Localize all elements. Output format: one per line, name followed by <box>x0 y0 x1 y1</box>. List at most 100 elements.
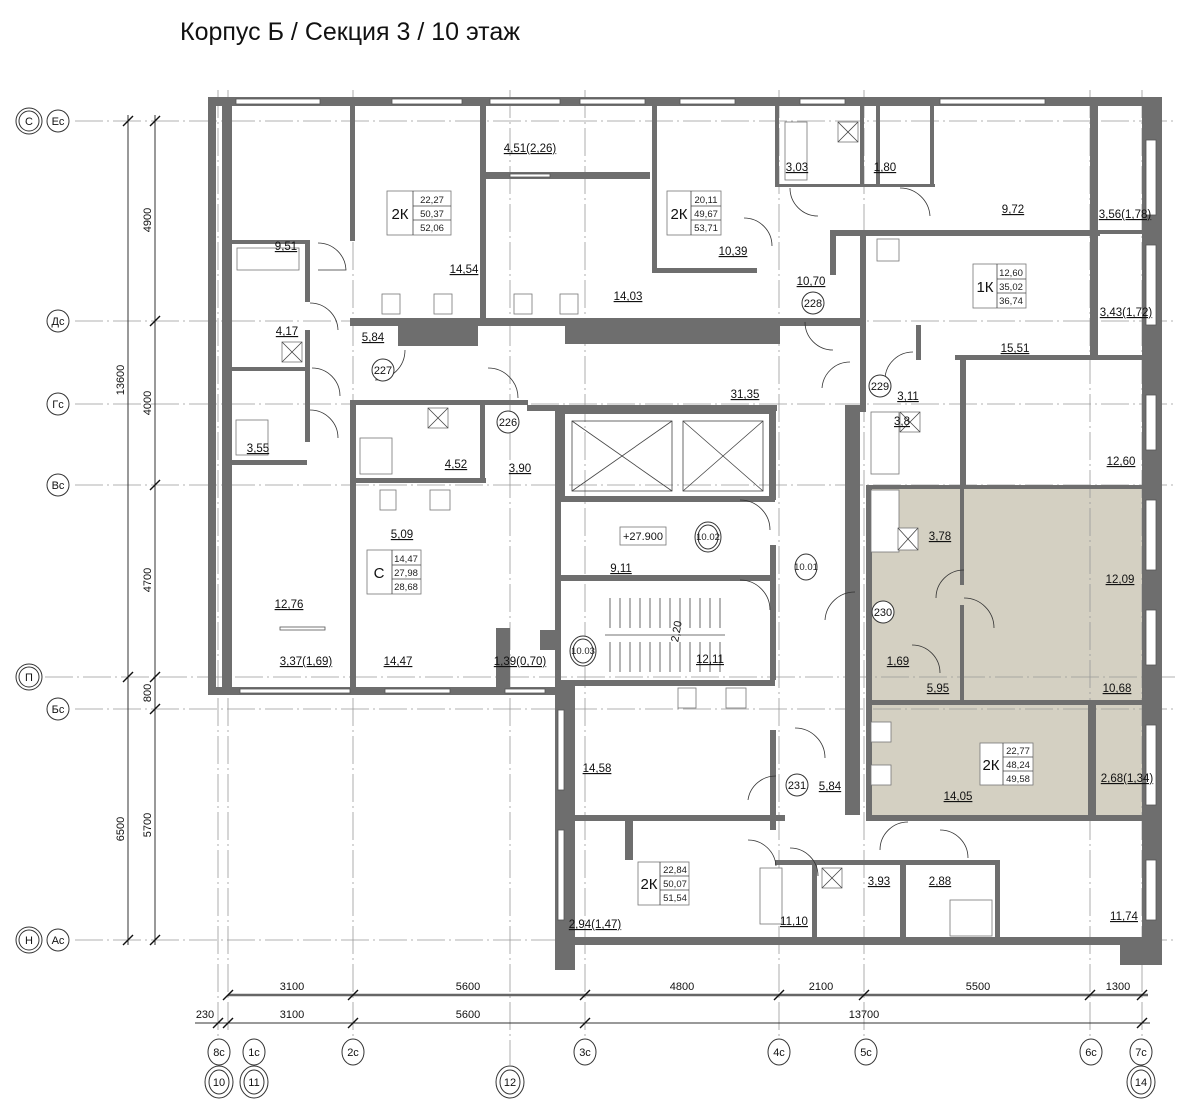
dimension-label: 4700 <box>142 568 154 592</box>
room-area: 3,93 <box>868 876 890 888</box>
room-area: 5,84 <box>362 332 385 344</box>
left-dimensions: 13600 6500 4900 4000 4700 800 5700 <box>115 115 161 946</box>
room-area: 5,95 <box>927 683 949 695</box>
room-area: 15,51 <box>1001 343 1030 355</box>
room-area: 10,70 <box>797 276 826 288</box>
axis-label: 7с <box>1135 1047 1147 1059</box>
room-number: 230 <box>874 607 892 619</box>
axis-label: Вс <box>52 480 65 492</box>
living-area: 22,84 <box>663 865 687 876</box>
dimension-label: 13700 <box>849 1009 880 1021</box>
room-area: 5,09 <box>391 529 413 541</box>
row-axis-bubbles: С Ес Дс Гс Вс П Бс Н Ас <box>15 107 70 954</box>
dimension-label: 4000 <box>142 391 154 415</box>
apartment-labels: 2К 22,27 50,37 52,06 2К 20,11 49,67 53,7… <box>366 190 1034 906</box>
apartment-type: 2К <box>640 876 657 893</box>
axis-label: 12 <box>504 1077 516 1089</box>
room-area: 12,11 <box>696 654 724 666</box>
room-area: 9,72 <box>1002 204 1024 216</box>
column-axis-bubbles: 8с 1с 2с 3с 4с 5с 6с 7с 10 11 12 14 <box>204 1038 1156 1099</box>
room-area: 14,03 <box>614 291 643 303</box>
room-area: 12,76 <box>275 599 304 611</box>
axis-label: 4с <box>773 1047 785 1059</box>
room-area: 2,68(1,34) <box>1101 773 1154 785</box>
axis-label: 6с <box>1085 1047 1097 1059</box>
room-area: 11,10 <box>780 916 808 928</box>
elevation-mark: +27.900 <box>623 531 663 543</box>
gross-area: 49,58 <box>1006 774 1030 785</box>
room-numbers: 227 226 228 229 230 231 10.01 10.02 10.0… <box>371 291 895 797</box>
dimension-label: 3100 <box>280 981 304 993</box>
room-areas: 9,51 14,54 4,51(2,26) 14,03 10,39 3,03 1… <box>247 143 1154 931</box>
apartment-info[interactable]: 2К 22,77 48,24 49,58 <box>979 742 1034 786</box>
axis-label: Дс <box>52 316 65 328</box>
fixtures <box>235 121 993 937</box>
room-area: 14,47 <box>384 656 413 668</box>
room-number: 228 <box>804 298 822 310</box>
dimension-label: 5600 <box>456 981 480 993</box>
apartment-type: 1К <box>976 279 993 296</box>
apartment-info[interactable]: С 14,47 27,98 28,68 <box>366 549 422 595</box>
room-area: 2,88 <box>929 876 951 888</box>
axis-label: 5с <box>860 1047 872 1059</box>
axis-label: 3с <box>579 1047 591 1059</box>
room-area: 4,52 <box>445 459 467 471</box>
apartment-type: С <box>374 565 385 582</box>
apartment-info[interactable]: 1К 12,60 35,02 36,74 <box>972 263 1027 309</box>
room-area: 14,54 <box>450 264 479 276</box>
apartment-info[interactable]: 2К 20,11 49,67 53,71 <box>666 190 722 236</box>
gross-area: 36,74 <box>999 296 1023 307</box>
room-area: 3,03 <box>786 162 808 174</box>
dimension-label: 800 <box>142 684 154 702</box>
room-area: 3,90 <box>509 463 531 475</box>
room-area: 3,55 <box>247 443 269 455</box>
room-number: 226 <box>499 417 517 429</box>
total-area: 27,98 <box>394 568 418 579</box>
apartment-info[interactable]: 2К 22,27 50,37 52,06 <box>386 190 452 236</box>
room-area: 1,69 <box>887 656 909 668</box>
room-area: 9,11 <box>610 563 632 575</box>
room-area: 3,78 <box>929 531 951 543</box>
total-area: 49,67 <box>694 209 718 220</box>
room-area: 9,51 <box>275 241 297 253</box>
axis-label: 10 <box>213 1077 225 1089</box>
room-number: 227 <box>374 365 392 377</box>
apartment-type: 2К <box>391 206 408 223</box>
axis-label: Бс <box>52 704 65 716</box>
apartment-info[interactable]: 2К 22,84 50,07 51,54 <box>637 861 690 906</box>
gross-area: 28,68 <box>394 582 418 593</box>
dimension-label: 230 <box>196 1009 214 1021</box>
dimension-label: 4900 <box>142 208 154 232</box>
room-area: 4,17 <box>276 326 298 338</box>
dimension-label: 2100 <box>809 981 833 993</box>
room-area: 14,58 <box>583 763 612 775</box>
axis-label: Ас <box>52 935 65 947</box>
axis-label: Н <box>25 935 33 947</box>
dimension-label: 5700 <box>142 813 154 837</box>
room-area: 11,74 <box>1110 911 1139 923</box>
room-area: 12,09 <box>1106 574 1135 586</box>
doors <box>309 187 995 877</box>
room-area: 10,39 <box>719 246 748 258</box>
stairwell <box>605 598 725 672</box>
room-area: 10,68 <box>1103 683 1132 695</box>
apartment-type: 2К <box>982 757 999 774</box>
axis-label: Ес <box>52 116 65 128</box>
room-area: 14,05 <box>944 791 973 803</box>
axis-label: Гс <box>52 399 64 411</box>
total-area: 48,24 <box>1006 760 1030 771</box>
living-area: 14,47 <box>394 554 418 565</box>
axis-label: 2с <box>347 1047 359 1059</box>
dimension-label: 4800 <box>670 981 694 993</box>
room-number: 10.01 <box>794 562 818 573</box>
axis-label: П <box>25 672 33 684</box>
room-number: 10.03 <box>571 646 595 657</box>
room-number: 229 <box>871 381 889 393</box>
total-area: 35,02 <box>999 282 1023 293</box>
room-area: 4,51(2,26) <box>504 143 557 155</box>
room-area: 12,60 <box>1107 456 1136 468</box>
room-area: 5,84 <box>819 781 842 793</box>
living-area: 12,60 <box>999 268 1023 279</box>
total-area: 50,07 <box>663 879 687 890</box>
